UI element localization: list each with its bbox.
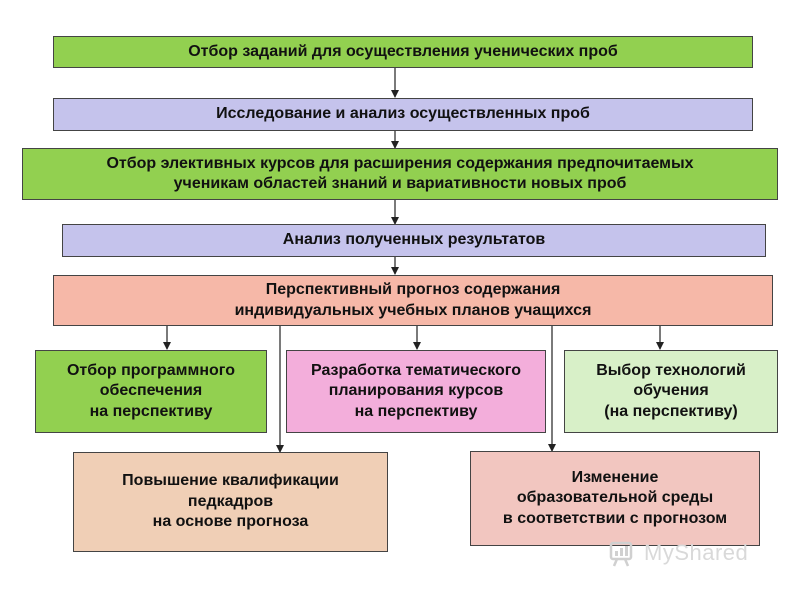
box-thematic-planning: Разработка тематического планирования ку…	[286, 350, 546, 433]
box-technology-choice: Выбор технологий обучения (на перспектив…	[564, 350, 778, 433]
watermark: MyShared	[608, 538, 748, 568]
box-staff-qualification: Повышение квалификации педкадров на осно…	[73, 452, 388, 552]
box-select-tasks: Отбор заданий для осуществления ученичес…	[53, 36, 753, 68]
myshared-logo-icon	[609, 541, 633, 567]
box-environment-change: Изменение образовательной среды в соотве…	[470, 451, 760, 546]
box-prospective-forecast: Перспективный прогноз содержания индивид…	[53, 275, 773, 326]
box-select-electives: Отбор элективных курсов для расширения с…	[22, 148, 778, 200]
box-analysis-results: Анализ полученных результатов	[62, 224, 766, 257]
watermark-text: MyShared	[644, 540, 749, 565]
box-research-analysis: Исследование и анализ осуществленных про…	[53, 98, 753, 131]
box-software-selection: Отбор программного обеспечения на перспе…	[35, 350, 267, 433]
